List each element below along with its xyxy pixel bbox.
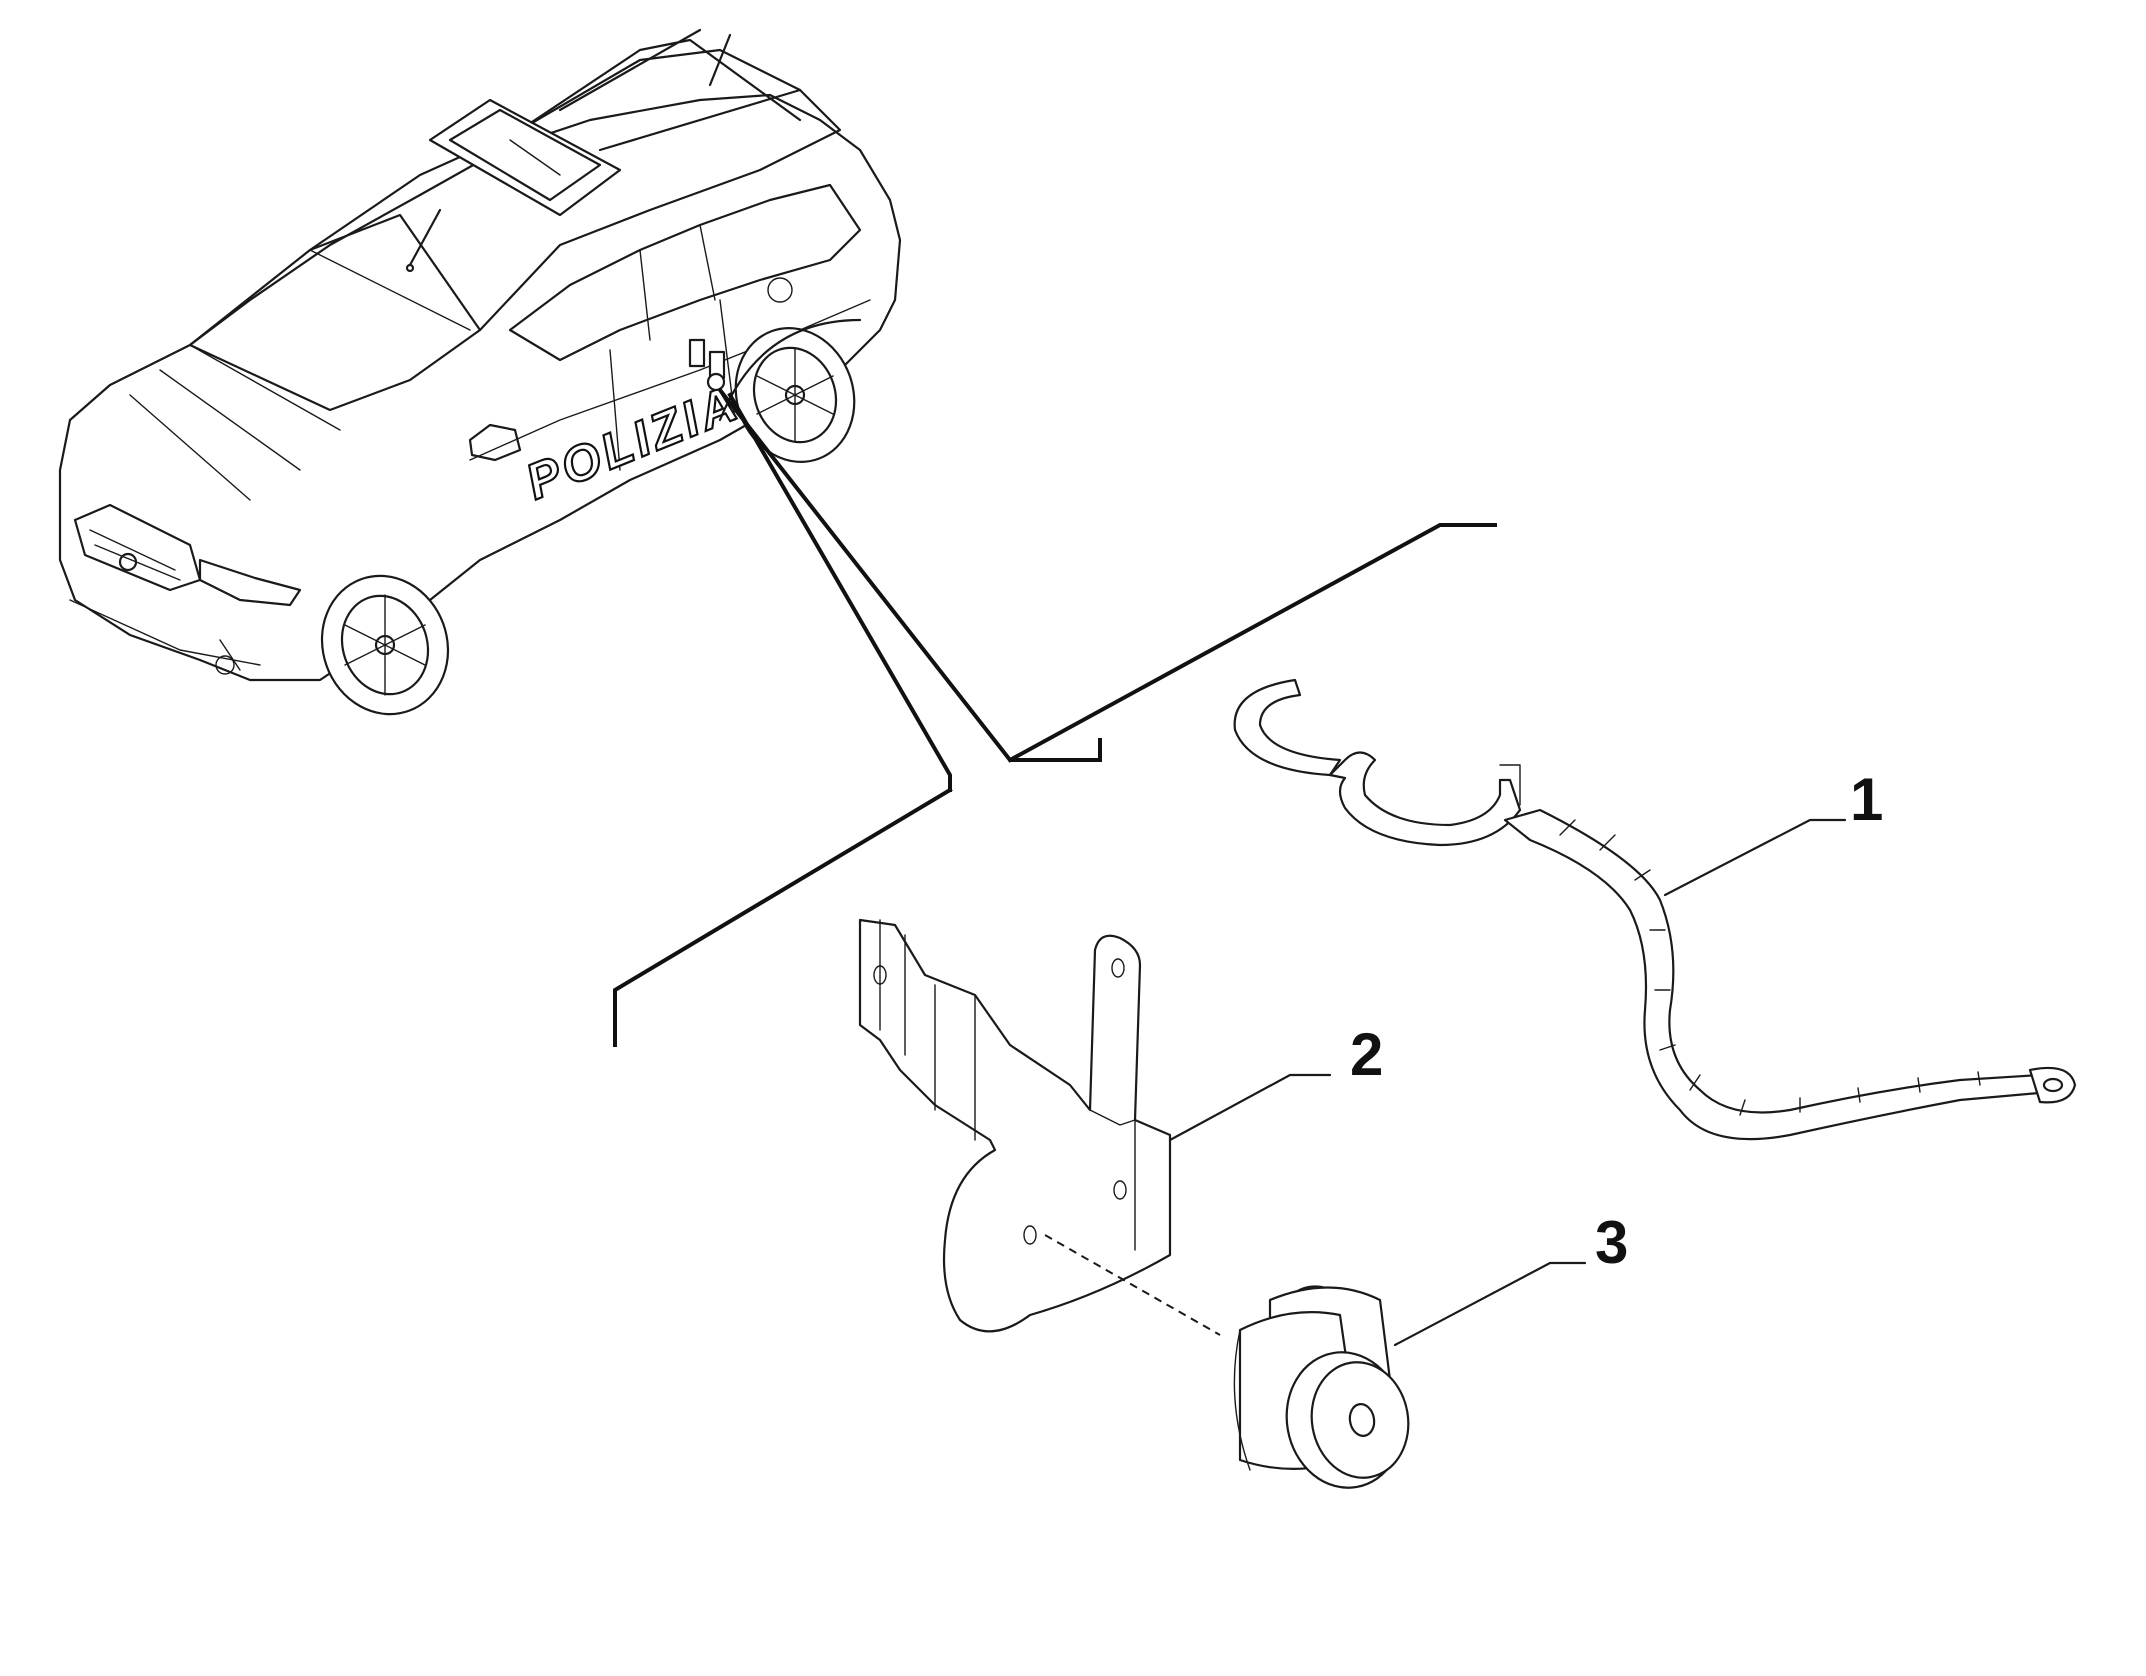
callout-label-1: 1 [1850,766,1883,833]
light-bar [428,98,622,217]
callout-2: 2 [1168,1021,1383,1142]
part-1-ground-strap [1233,678,2077,1141]
detail-frame-bottom [613,787,953,1047]
part-location-marker [688,338,726,392]
callout-label-3: 3 [1595,1209,1628,1276]
callout-1: 1 [1663,766,1883,897]
part-3-rubber-grommet [1233,1285,1410,1489]
callout-3: 3 [1393,1209,1628,1347]
rear-wheel [734,326,856,464]
callout-label-2: 2 [1350,1021,1383,1088]
part-2-mounting-bracket [858,918,1172,1333]
side-mirror [468,423,522,462]
grille-logo [118,552,138,572]
detail-frame-top [1007,523,1497,763]
braided-strap [1503,808,2052,1141]
detail-leader-lines [613,387,1497,1047]
bracket-plate [858,918,1172,1333]
roof-antenna [708,33,732,87]
front-wheel [320,574,450,716]
alignment-dashed-line [1044,1234,1221,1336]
headlight [198,558,302,607]
police-suv-illustration: POLIZIA [58,28,902,716]
clamp-ring [1233,678,1342,777]
roof-rack [518,28,802,152]
